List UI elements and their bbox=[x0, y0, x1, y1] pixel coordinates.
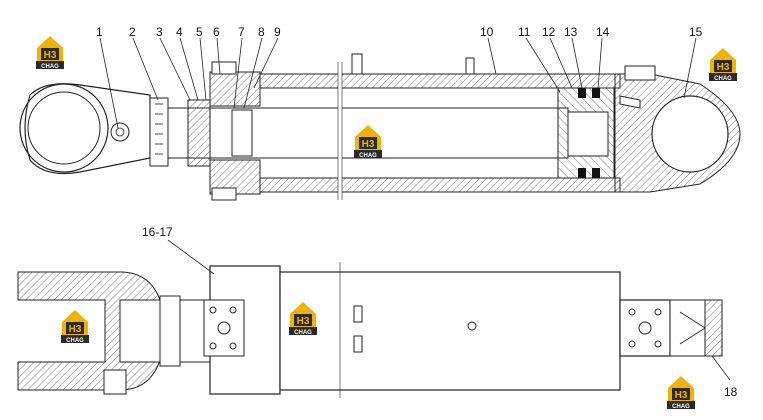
svg-text:H3: H3 bbox=[44, 50, 57, 61]
svg-text:CHAG: CHAG bbox=[714, 76, 732, 82]
bottom-outside-view bbox=[17, 262, 723, 398]
part-label: 3 bbox=[156, 25, 163, 39]
part-label: 16-17 bbox=[142, 225, 173, 239]
part-label: 14 bbox=[596, 25, 610, 39]
svg-text:H3: H3 bbox=[69, 324, 82, 335]
part-label: 10 bbox=[480, 25, 494, 39]
top-section-view bbox=[19, 53, 741, 201]
svg-text:CHAG: CHAG bbox=[41, 64, 59, 70]
part-label: 5 bbox=[196, 25, 203, 39]
svg-text:CHAG: CHAG bbox=[359, 153, 377, 159]
rod-eye bbox=[19, 83, 169, 175]
watermark-logo: H3 CHAG bbox=[36, 36, 64, 70]
watermark-logo: H3 CHAG bbox=[709, 48, 737, 82]
part-label: 11 bbox=[518, 25, 531, 39]
bottom-callouts bbox=[167, 239, 731, 381]
head-block bbox=[203, 265, 281, 395]
part-label: 2 bbox=[129, 25, 136, 39]
barrel-outside bbox=[279, 262, 621, 398]
top-callouts bbox=[99, 37, 697, 129]
top-labels: 1 2 3 4 5 6 7 8 9 10 11 12 13 14 15 bbox=[96, 25, 703, 39]
svg-text:CHAG: CHAG bbox=[294, 330, 312, 336]
part-label: 7 bbox=[238, 25, 245, 39]
cylinder-head bbox=[187, 61, 261, 201]
part-label: 6 bbox=[213, 25, 220, 39]
part-label: 12 bbox=[542, 25, 556, 39]
part-label: 9 bbox=[274, 25, 281, 39]
part-label: 18 bbox=[724, 385, 738, 399]
part-label: 8 bbox=[258, 25, 265, 39]
rod-clevis bbox=[17, 271, 211, 395]
svg-text:CHAG: CHAG bbox=[672, 404, 690, 410]
svg-text:H3: H3 bbox=[717, 62, 730, 73]
cylinder-barrel bbox=[259, 53, 621, 200]
part-label: 1 bbox=[96, 25, 103, 39]
part-label: 13 bbox=[564, 25, 578, 39]
piston bbox=[557, 87, 615, 179]
part-label: 4 bbox=[176, 25, 183, 39]
watermark-logo: H3 CHAG bbox=[61, 310, 89, 344]
svg-text:H3: H3 bbox=[675, 390, 688, 401]
watermark-logo: H3 CHAG bbox=[289, 302, 317, 336]
svg-text:CHAG: CHAG bbox=[66, 338, 84, 344]
cylinder-cap-end bbox=[614, 65, 741, 193]
svg-text:H3: H3 bbox=[362, 139, 375, 150]
cap-block bbox=[619, 299, 723, 357]
svg-text:H3: H3 bbox=[297, 316, 310, 327]
watermark-logo: H3 CHAG bbox=[667, 376, 695, 410]
part-label: 15 bbox=[689, 25, 703, 39]
watermark-logo: H3 CHAG bbox=[354, 125, 382, 159]
